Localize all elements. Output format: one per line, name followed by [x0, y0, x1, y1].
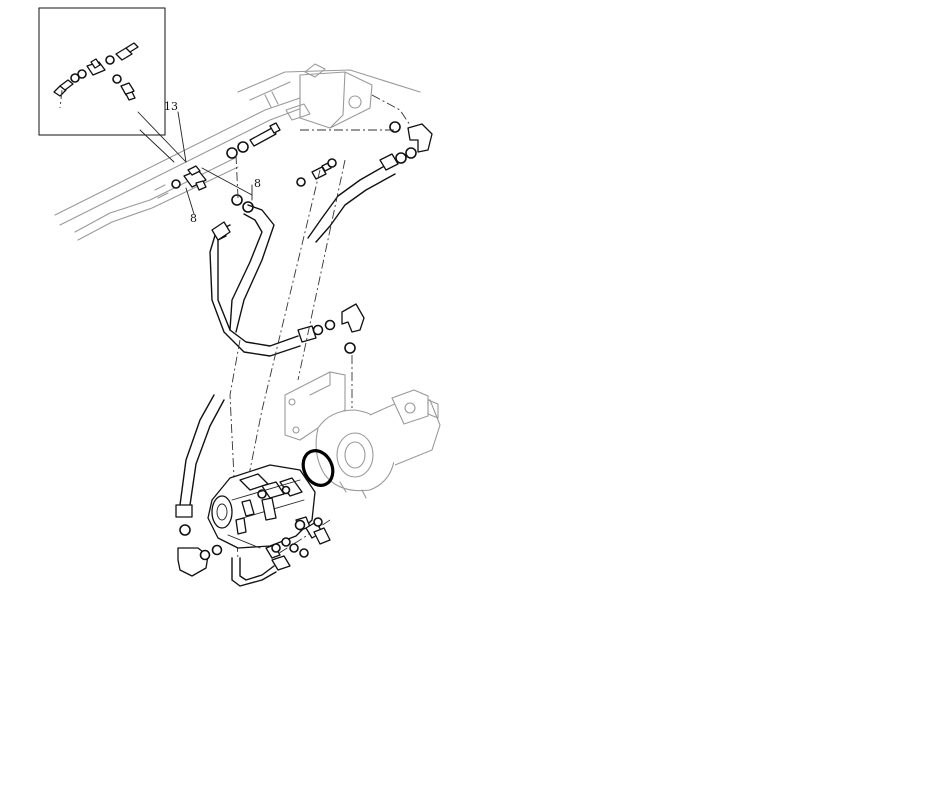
inset-fitting-left [53, 73, 80, 97]
return-tube [231, 537, 291, 587]
hose-upper-right [307, 153, 399, 243]
inset-fitting-upper [105, 42, 139, 65]
o-ring [301, 449, 335, 487]
alignment-lines [229, 94, 411, 561]
callout-13: 13 [164, 100, 178, 113]
callout-8-upper: 8 [254, 177, 261, 190]
callout-8-lower: 8 [190, 212, 197, 225]
background-frame [54, 63, 421, 241]
tee-fitting-13 [171, 165, 207, 191]
elbow-fitting-upper-right [389, 121, 433, 164]
straight-fittings [296, 158, 337, 187]
adapter-housing [284, 371, 441, 499]
inset-tee [77, 58, 106, 79]
inset-detail [38, 7, 166, 136]
banjo-bolt [226, 122, 281, 213]
elbow-fitting-middle [312, 303, 365, 354]
inset-fitting-lower [112, 74, 136, 101]
fittings-lower-right [289, 517, 331, 558]
hydraulic-pump [207, 464, 316, 559]
hose-main-loop [209, 204, 317, 357]
hose-lower-left [175, 394, 225, 577]
leaders: 13 8 8 [137, 100, 261, 225]
